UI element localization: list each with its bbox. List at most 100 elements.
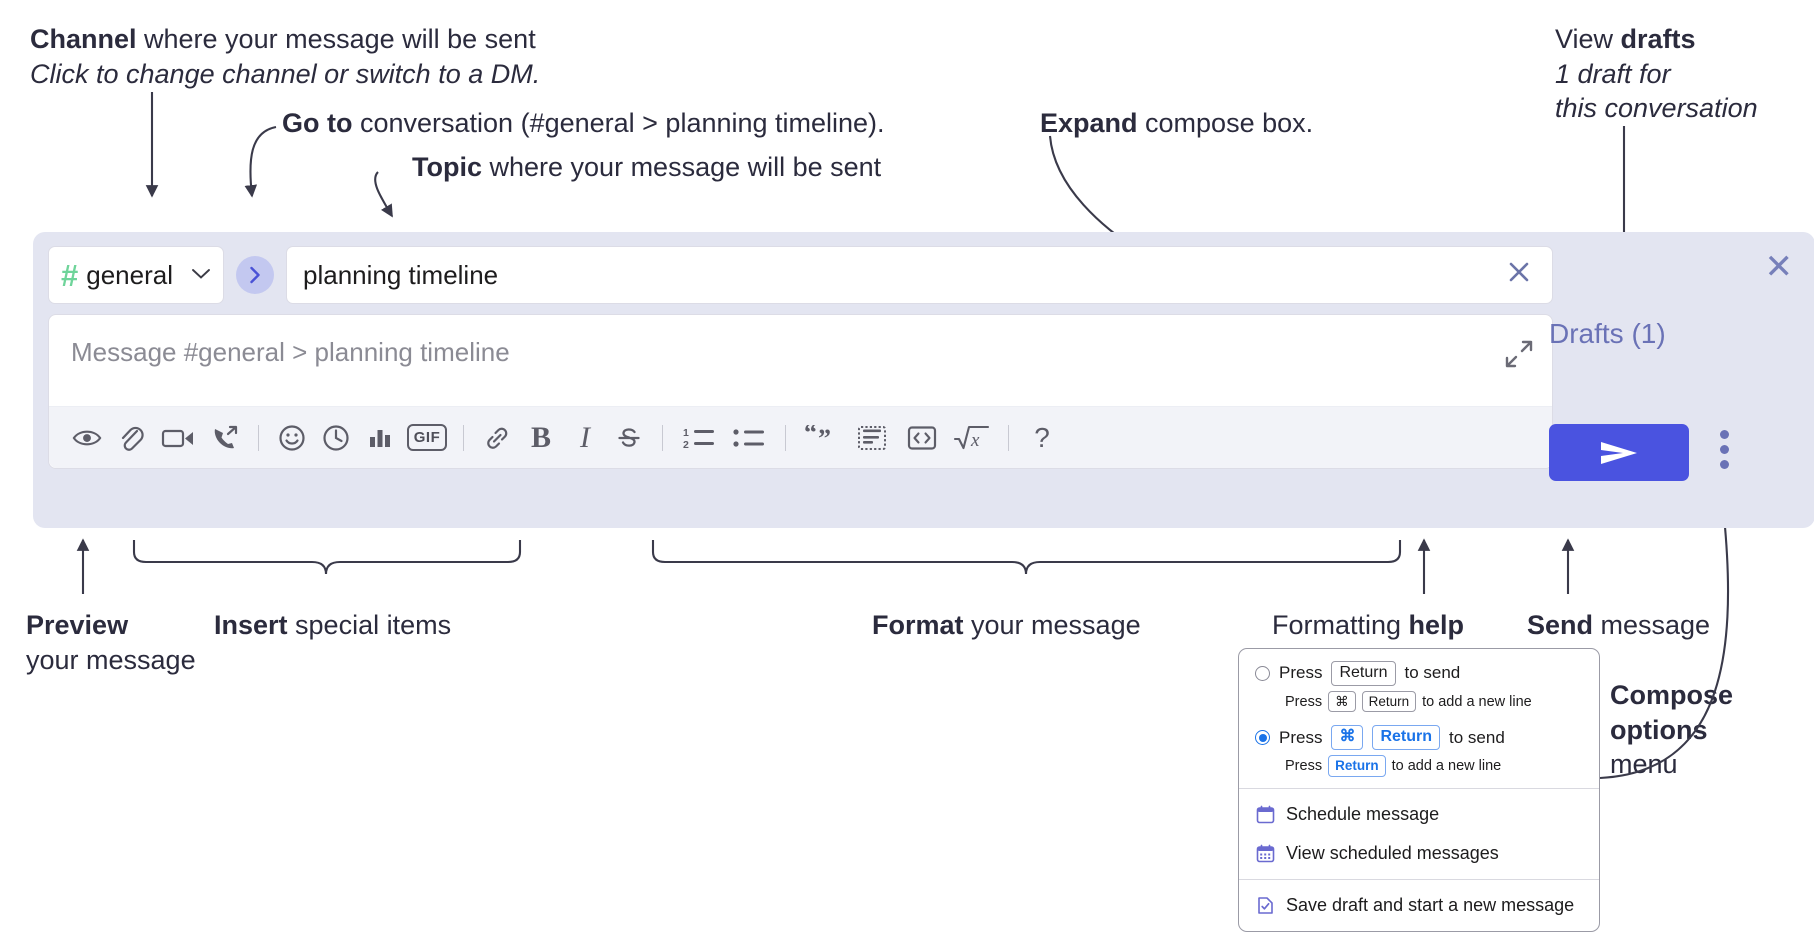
annotation-compose-options-line1: Compose	[1610, 680, 1734, 710]
bullet-list-glyph	[733, 428, 764, 447]
option2-post: to send	[1449, 727, 1505, 747]
annotation-topic-rest: where your message will be sent	[482, 152, 882, 182]
annotation-channel: Channel where your message will be sent …	[30, 22, 540, 91]
strikethrough-icon[interactable]	[607, 416, 651, 460]
option2-sub-pre: Press	[1285, 757, 1323, 774]
ordered-list-icon[interactable]: 1 2	[674, 416, 724, 460]
annotation-compose-options-line2: options	[1610, 714, 1708, 745]
send-option-return-hint: Press ⌘ Return to add a new line	[1239, 688, 1599, 716]
annotation-drafts-line2: 1 draft for	[1555, 58, 1671, 89]
annotation-preview-line2: your message	[26, 644, 196, 675]
calendar-list-icon	[1255, 843, 1275, 863]
link-icon[interactable]	[475, 416, 519, 460]
annotation-drafts-bold: drafts	[1620, 24, 1696, 54]
annotation-send: Send message	[1527, 608, 1710, 643]
annotation-drafts: View drafts 1 draft for this conversatio…	[1555, 22, 1758, 126]
document-check-glyph	[1257, 896, 1273, 914]
video-camera-glyph	[161, 429, 193, 447]
send-button[interactable]	[1549, 424, 1689, 481]
svg-text:x: x	[970, 430, 980, 451]
blockquote-icon[interactable]: “ ”	[797, 416, 847, 460]
send-option-return[interactable]: Press Return to send	[1239, 659, 1599, 688]
calendar-schedule-icon	[1255, 804, 1275, 824]
annotation-insert-bold: Insert	[214, 610, 288, 640]
radio-unselected-icon[interactable]	[1255, 665, 1270, 681]
poll-icon[interactable]	[358, 416, 402, 460]
schedule-section: Schedule message View scheduled messages	[1239, 789, 1599, 879]
italic-icon[interactable]: I	[563, 416, 607, 460]
annotation-send-bold: Send	[1527, 610, 1594, 640]
message-input-box[interactable]: Message #general > planning timeline	[48, 314, 1553, 469]
drafts-link[interactable]: Drafts (1)	[1549, 318, 1666, 349]
annotation-goto-rest: conversation (#general > planning timeli…	[352, 108, 885, 138]
annotation-insert: Insert special items	[214, 608, 451, 643]
bulleted-list-icon[interactable]	[724, 416, 774, 460]
menu-item-save-draft-label: Save draft and start a new message	[1286, 894, 1575, 915]
bar-chart-glyph	[370, 429, 390, 447]
send-option-cmd-return[interactable]: Press ⌘ Return to send	[1239, 723, 1599, 752]
compose-header-row: # general planning timeline	[48, 246, 1553, 304]
svg-text:”: ”	[818, 425, 831, 451]
expand-icon[interactable]	[1504, 339, 1534, 374]
gif-icon[interactable]: GIF	[402, 416, 452, 460]
annotation-expand: Expand compose box.	[1040, 106, 1313, 141]
kebab-dot-3	[1720, 460, 1729, 469]
option1-sub-post: to add a new line	[1422, 693, 1532, 710]
emoji-icon[interactable]	[270, 416, 314, 460]
help-icon[interactable]: ?	[1020, 416, 1064, 460]
quote-marks-glyph: “ ”	[804, 425, 831, 451]
annotation-preview: Preview your message	[26, 608, 196, 677]
chevron-down-icon	[191, 265, 211, 285]
math-icon[interactable]: x	[947, 416, 997, 460]
square-root-x-glyph: x	[953, 425, 990, 451]
compose-inner: # general planning timeline	[48, 246, 1553, 469]
channel-selector[interactable]: # general	[48, 246, 224, 304]
chevron-down-glyph	[192, 269, 210, 279]
leader-topic	[374, 171, 393, 218]
clock-glyph	[323, 424, 349, 451]
option2-pre: Press	[1279, 727, 1323, 747]
menu-item-schedule-message-label: Schedule message	[1286, 803, 1440, 824]
annotation-help-plain: Formatting	[1272, 610, 1409, 640]
menu-item-view-scheduled-label: View scheduled messages	[1286, 842, 1499, 863]
toolbar-divider	[258, 424, 259, 451]
clock-icon[interactable]	[314, 416, 358, 460]
audio-call-icon[interactable]	[203, 416, 247, 460]
compose-panel: ✕ # general	[33, 232, 1814, 528]
annotation-drafts-line3: this conversation	[1555, 93, 1758, 124]
hash-icon: #	[61, 257, 79, 293]
menu-item-view-scheduled[interactable]: View scheduled messages	[1239, 834, 1599, 873]
send-option-cmd-return-hint: Press Return to add a new line	[1239, 752, 1599, 780]
annotation-format: Format your message	[872, 608, 1141, 643]
clear-topic-icon[interactable]	[1500, 257, 1538, 293]
svg-text:1: 1	[683, 427, 689, 439]
goto-conversation-button[interactable]	[236, 256, 274, 294]
code-icon[interactable]	[897, 416, 947, 460]
topic-input[interactable]: planning timeline	[286, 246, 1553, 304]
radio-selected-icon[interactable]	[1255, 730, 1270, 746]
svg-text:“: “	[804, 425, 817, 447]
video-icon[interactable]	[153, 416, 203, 460]
attachment-icon[interactable]	[109, 416, 153, 460]
bold-label: B	[530, 420, 551, 454]
option1-sub-pre: Press	[1285, 693, 1323, 710]
topic-value: planning timeline	[303, 259, 499, 290]
send-paper-plane-icon	[1601, 441, 1637, 464]
annotation-insert-rest: special items	[287, 610, 452, 640]
option2-key-return: Return	[1372, 725, 1441, 751]
calendar-glyph	[1256, 805, 1274, 823]
phone-arrow-glyph	[214, 425, 238, 448]
paperclip-glyph	[121, 426, 144, 451]
menu-item-schedule-message[interactable]: Schedule message	[1239, 795, 1599, 834]
angle-brackets-glyph	[907, 425, 937, 450]
compose-options-button[interactable]	[1720, 430, 1729, 469]
bold-icon[interactable]: B	[519, 416, 563, 460]
menu-item-save-draft[interactable]: Save draft and start a new message	[1239, 886, 1599, 925]
annotation-format-bold: Format	[872, 610, 964, 640]
channel-name-label: general	[86, 259, 173, 290]
preview-icon[interactable]	[65, 416, 109, 460]
close-icon[interactable]: ✕	[1764, 248, 1794, 286]
annotation-formatting-help: Formatting help	[1272, 608, 1464, 643]
code-block-icon[interactable]	[847, 416, 897, 460]
